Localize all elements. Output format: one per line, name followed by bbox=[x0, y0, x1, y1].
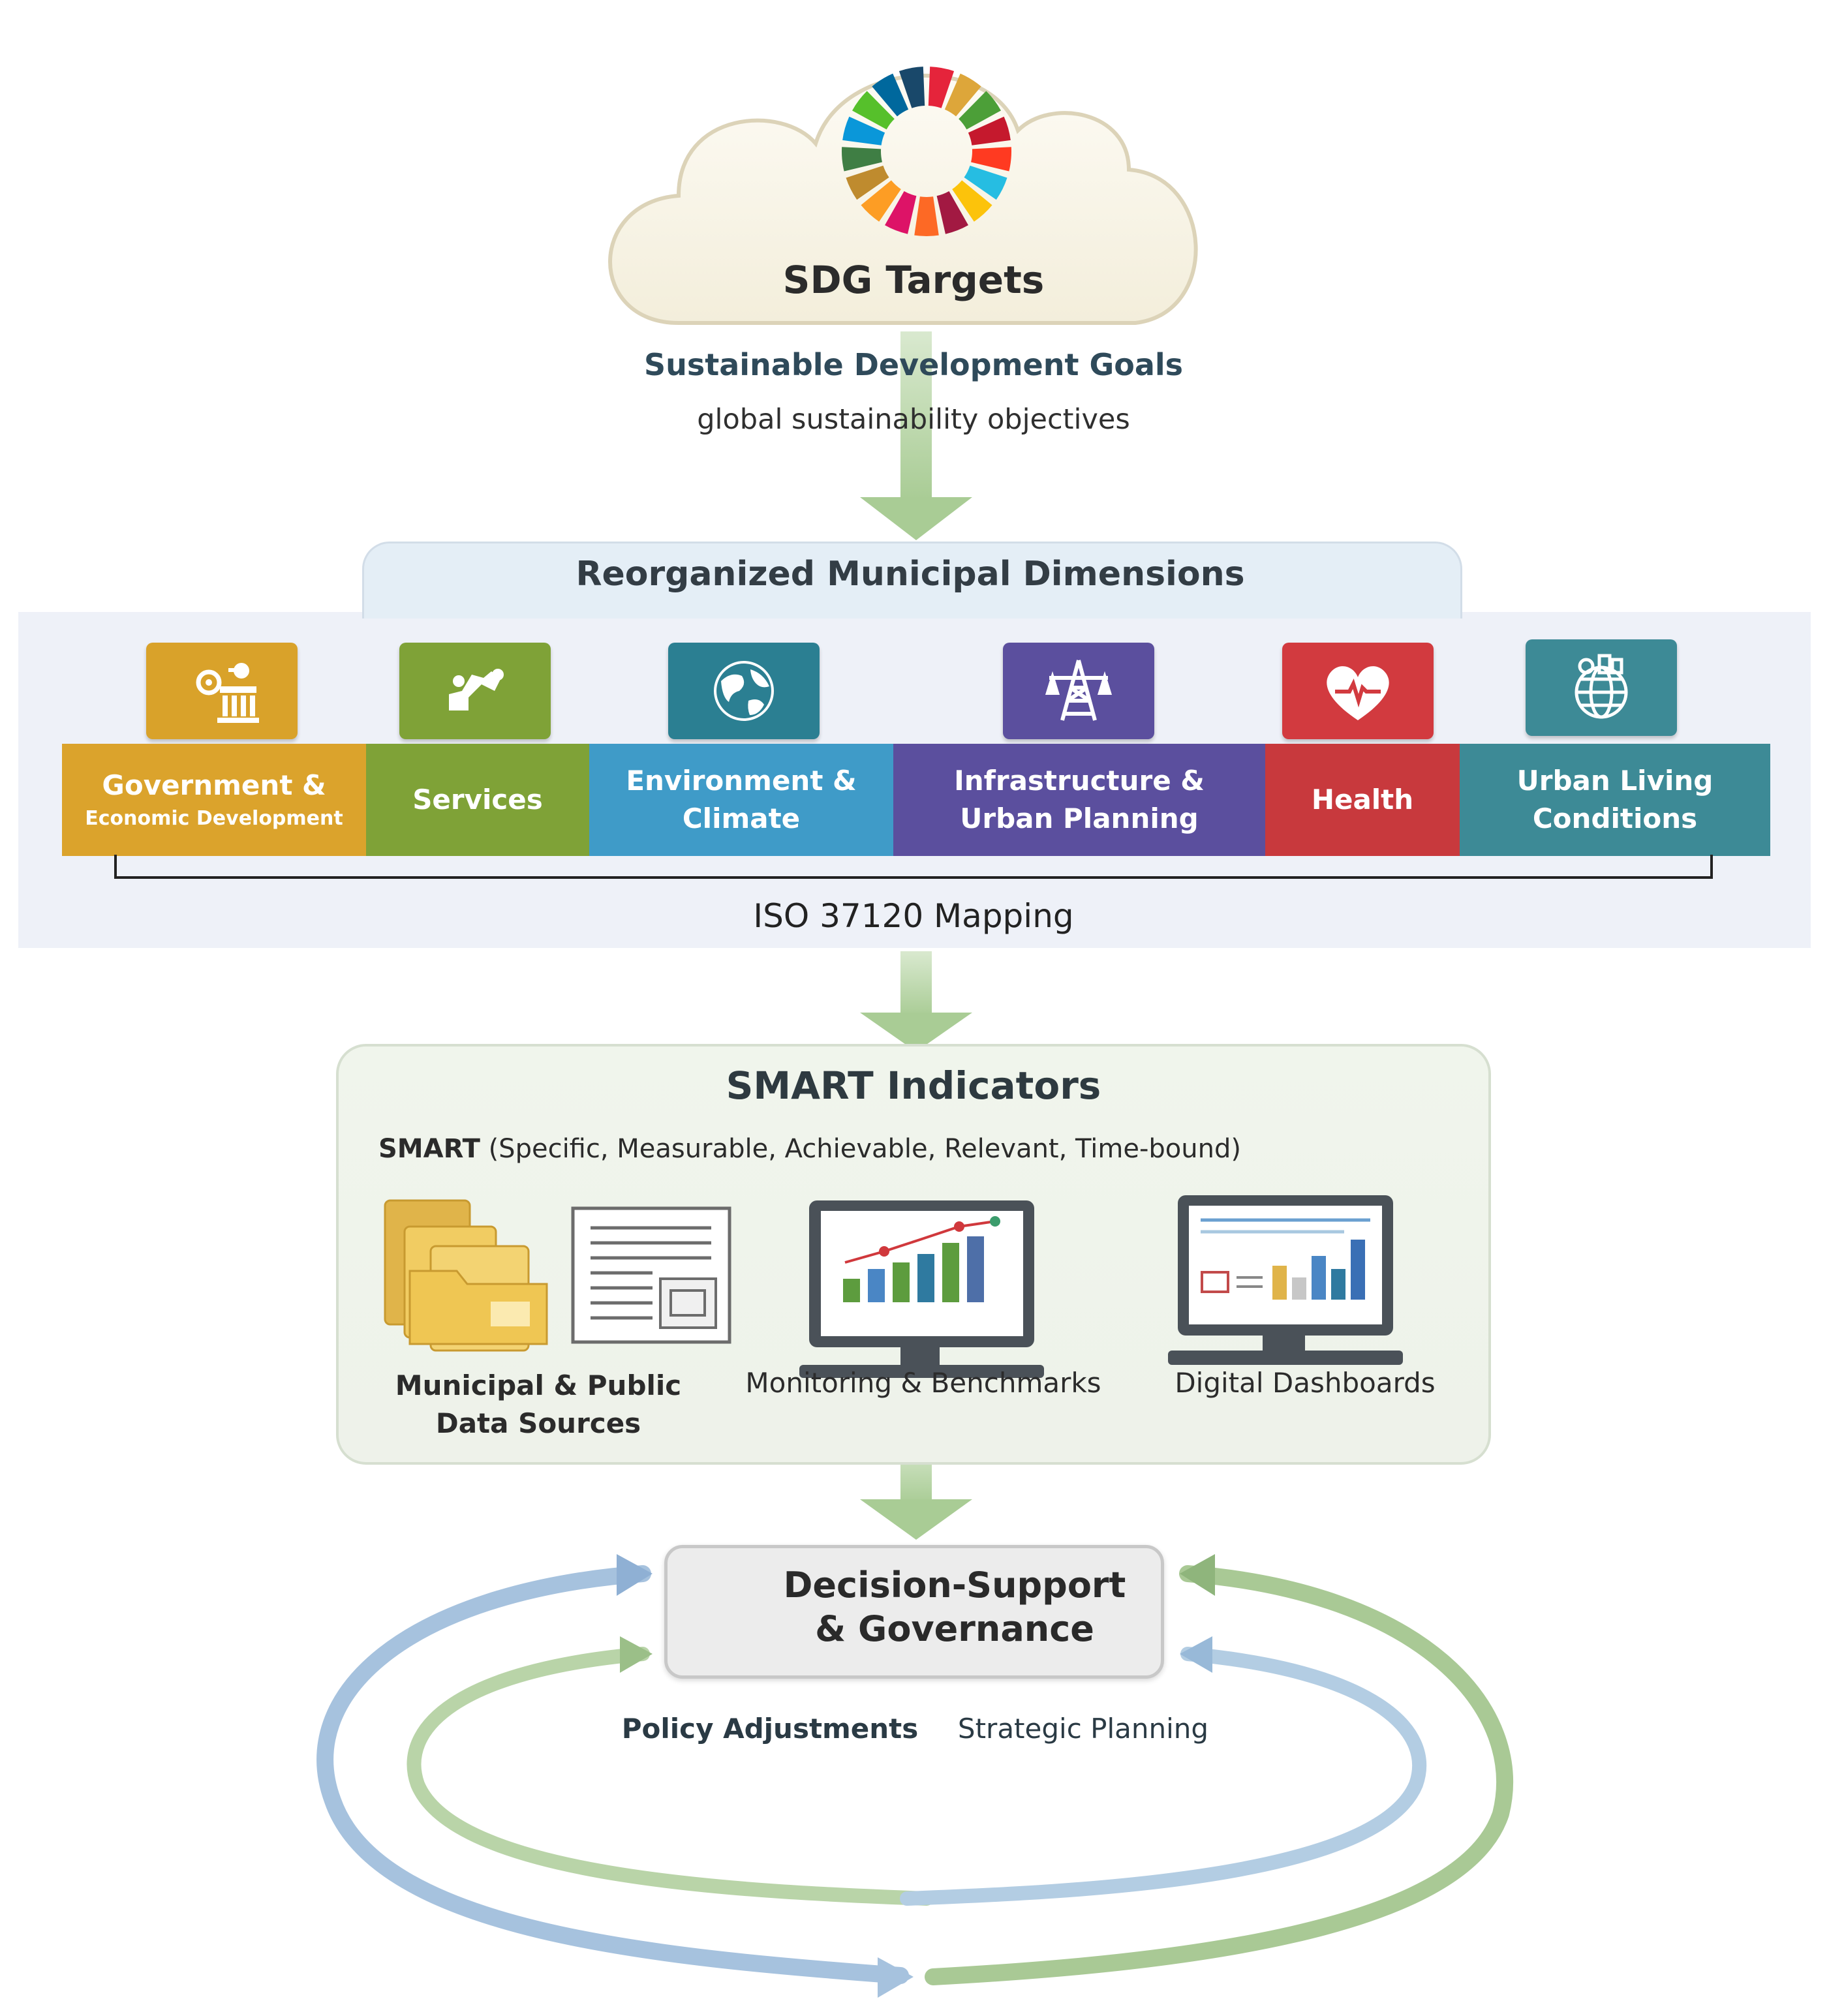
urban-globe-icon bbox=[1526, 639, 1677, 736]
sdg-wheel-segment bbox=[959, 91, 1001, 130]
dimension-infrastructure: Infrastructure & Urban Planning bbox=[893, 744, 1265, 856]
policy-adjustments-label: Policy Adjustments bbox=[621, 1713, 919, 1745]
monitoring-label: Monitoring & Benchmarks bbox=[745, 1367, 1101, 1399]
dimension-label-line2: Economic Development bbox=[85, 807, 343, 830]
government-icon bbox=[146, 643, 298, 739]
dimension-urban-living: Urban Living Conditions bbox=[1460, 744, 1770, 856]
sdg-wheel-segment bbox=[944, 73, 981, 117]
sdg-wheel-segment bbox=[952, 180, 992, 222]
sdg-description: global sustainability objectives bbox=[697, 403, 1130, 436]
strategic-planning-label: Strategic Planning bbox=[957, 1713, 1209, 1745]
sdg-wheel-segment bbox=[928, 67, 955, 108]
smart-subtitle: SMART (Specific, Measurable, Achievable,… bbox=[378, 1134, 1357, 1164]
dimension-label-line1: Services bbox=[412, 784, 543, 816]
dimension-label-line1: Infrastructure & bbox=[954, 765, 1205, 797]
smart-subtitle-bold: SMART bbox=[378, 1134, 480, 1164]
dimension-label-line2: Climate bbox=[682, 802, 801, 834]
feedback-loops bbox=[316, 1554, 1513, 1998]
down-arrow-2 bbox=[860, 951, 972, 1052]
data-sources-label: Municipal & Public Data Sources bbox=[365, 1367, 711, 1443]
dimension-label-line1: Health bbox=[1311, 784, 1414, 816]
dimension-label-line2: Urban Planning bbox=[960, 802, 1199, 834]
dashboards-label: Digital Dashboards bbox=[1175, 1367, 1436, 1399]
iso-bracket bbox=[114, 855, 1713, 879]
sdg-title: SDG Targets bbox=[782, 258, 1045, 302]
dimension-label-line2: Conditions bbox=[1532, 802, 1698, 834]
power-tower-icon bbox=[1003, 643, 1154, 739]
sdg-wheel-segment bbox=[885, 191, 917, 234]
sdg-wheel-segment bbox=[872, 73, 909, 117]
sdg-wheel-segment bbox=[964, 165, 1007, 200]
dimension-label-line1: Government & bbox=[102, 769, 326, 801]
iso-mapping-label: ISO 37120 Mapping bbox=[753, 897, 1074, 935]
decision-support-box bbox=[664, 1545, 1164, 1679]
down-arrow-1 bbox=[860, 331, 972, 540]
services-icon bbox=[399, 643, 551, 739]
decision-support-line2: & Governance bbox=[815, 1608, 1094, 1649]
sdg-wheel-segment bbox=[842, 116, 885, 145]
sdg-wheel-segment bbox=[842, 147, 882, 172]
decision-support-line1: Decision-Support bbox=[783, 1565, 1126, 1606]
sdg-subtitle: Sustainable Development Goals bbox=[643, 347, 1184, 382]
sdg-wheel-segment bbox=[971, 147, 1011, 172]
sdg-wheel-segment bbox=[968, 116, 1011, 145]
dimensions-header-tab bbox=[362, 542, 1462, 619]
sdg-wheel-icon bbox=[842, 67, 1011, 236]
dimension-label-line1: Urban Living bbox=[1516, 765, 1714, 797]
sdg-wheel-segment bbox=[861, 180, 901, 222]
smart-subtitle-rest: (Specific, Measurable, Achievable, Relev… bbox=[480, 1134, 1241, 1164]
sdg-wheel-segment bbox=[936, 191, 968, 234]
smart-title: SMART Indicators bbox=[726, 1063, 1101, 1108]
dimension-health: Health bbox=[1265, 744, 1460, 856]
data-sources-line1: Municipal & Public bbox=[395, 1369, 682, 1401]
heart-icon bbox=[1282, 643, 1434, 739]
sdg-wheel-segment bbox=[914, 196, 939, 236]
sdg-wheel-segment bbox=[852, 91, 895, 130]
dimension-government: Government & Economic Development bbox=[62, 744, 366, 856]
data-sources-line2: Data Sources bbox=[435, 1407, 641, 1439]
globe-icon bbox=[668, 643, 820, 739]
dimensions-title: Reorganized Municipal Dimensions bbox=[576, 555, 1245, 594]
dimension-label-line1: Environment & bbox=[626, 765, 857, 797]
sdg-wheel-segment bbox=[899, 67, 925, 108]
sdg-wheel-segment bbox=[846, 165, 889, 200]
dimension-services: Services bbox=[366, 744, 589, 856]
dimension-environment: Environment & Climate bbox=[589, 744, 893, 856]
